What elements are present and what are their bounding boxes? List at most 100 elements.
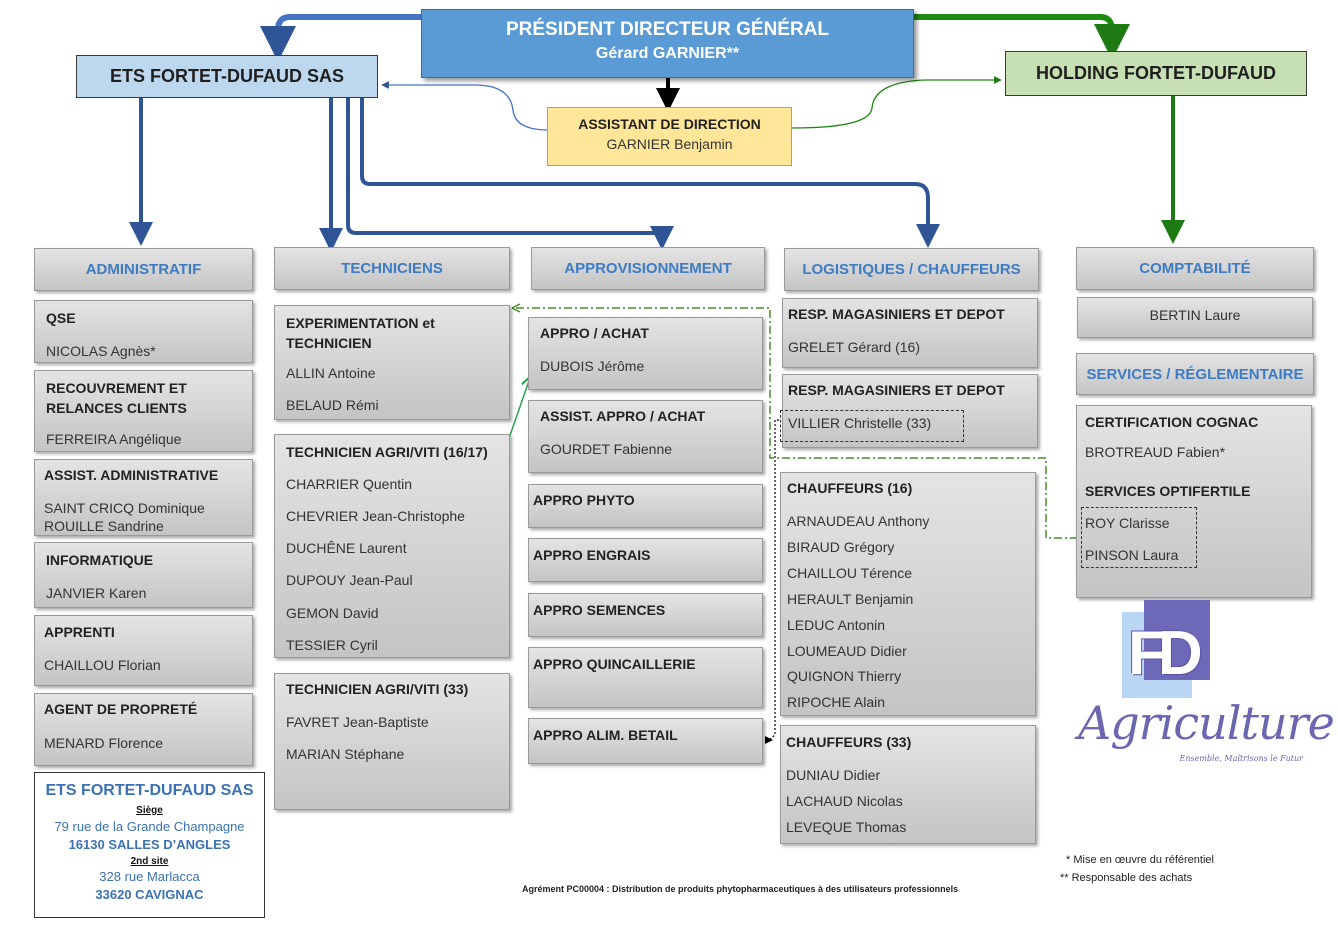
tech-1617-name-4: DUPOUY Jean-Paul (286, 572, 413, 588)
logi-chauffeurs16-name-6: LOUMEAUD Didier (787, 643, 907, 659)
logo-word: Agriculture (1078, 696, 1335, 750)
services-opti-name-2: PINSON Laura (1085, 547, 1179, 563)
appro-engrais-title: APPRO ENGRAIS (533, 547, 651, 563)
logo-letters: FD (1128, 619, 1203, 688)
appro-quincaillerie-title: APPRO QUINCAILLERIE (533, 656, 696, 672)
tech-1617-title: TECHNICIEN AGRI/VITI (16/17) (286, 444, 488, 460)
admin-assist-name-2: ROUILLE Sandrine (44, 518, 164, 534)
logi-chauffeurs16-title: CHAUFFEURS (16) (787, 480, 913, 496)
pdg-box: PRÉSIDENT DIRECTEUR GÉNÉRAL Gérard GARNI… (421, 9, 914, 78)
compta-box: BERTIN Laure (1077, 297, 1313, 338)
logi-chauffeurs16-name-5: LEDUC Antonin (787, 617, 886, 633)
tech-experimentation-box: EXPERIMENTATION et TECHNICIEN ALLIN Anto… (274, 305, 510, 420)
appro-semences-title: APPRO SEMENCES (533, 602, 666, 618)
address-site2-city: 33620 CAVIGNAC (95, 887, 204, 902)
assistant-box: ASSISTANT DE DIRECTION GARNIER Benjamin (547, 107, 792, 166)
admin-apprenti-name: CHAILLOU Florian (44, 657, 161, 673)
admin-qse-title: QSE (46, 310, 76, 326)
appro-engrais-box: APPRO ENGRAIS (528, 538, 763, 582)
appro-assist-box: ASSIST. APPRO / ACHAT GOURDET Fabienne (528, 400, 763, 473)
header-logistiques: LOGISTIQUES / CHAUFFEURS (784, 248, 1039, 291)
tech-1617-name-2: CHEVRIER Jean-Christophe (286, 508, 465, 524)
address-siege-city: 16130 SALLES D’ANGLES (68, 837, 231, 852)
tech-33-name-1: FAVRET Jean-Baptiste (286, 714, 429, 730)
appro-phyto-box: APPRO PHYTO (528, 484, 763, 528)
holding-box: HOLDING FORTET-DUFAUD (1005, 51, 1307, 96)
pdg-title: PRÉSIDENT DIRECTEUR GÉNÉRAL (505, 19, 830, 40)
appro-alim-title: APPRO ALIM. BETAIL (533, 727, 678, 743)
logi-resp33-box: RESP. MAGASINIERS ET DEPOT VILLIER Chris… (780, 374, 1038, 448)
footnote-2: ** Responsable des achats (1060, 872, 1193, 884)
tech-33-title: TECHNICIEN AGRI/VITI (33) (286, 681, 469, 697)
address-site2-label: 2nd site (130, 856, 169, 867)
logi-resp16-name: GRELET Gérard (16) (788, 339, 921, 355)
pdg-name: Gérard GARNIER** (595, 45, 740, 62)
address-company: ETS FORTET-DUFAUD SAS (45, 782, 254, 799)
logi-resp33-name: VILLIER Christelle (33) (788, 415, 932, 431)
tech-33-box: TECHNICIEN AGRI/VITI (33) FAVRET Jean-Ba… (274, 673, 510, 810)
appro-assist-title: ASSIST. APPRO / ACHAT (540, 408, 706, 424)
appro-achat-name: DUBOIS Jérôme (540, 358, 645, 374)
admin-informatique-title: INFORMATIQUE (46, 552, 154, 568)
services-box: CERTIFICATION COGNAC BROTREAUD Fabien* S… (1076, 405, 1312, 598)
logi-chauffeurs16-name-8: RIPOCHE Alain (787, 694, 886, 710)
admin-apprenti-box: APPRENTI CHAILLOU Florian (34, 615, 253, 686)
services-cert-name: BROTREAUD Fabien* (1085, 444, 1226, 460)
logi-chauffeurs16-name-4: HERAULT Benjamin (787, 591, 914, 607)
tech-experimentation-title: EXPERIMENTATION et TECHNICIEN (286, 315, 435, 351)
agrement-note: Agrément PC00004 : Distribution de produ… (522, 884, 959, 894)
ets-box: ETS FORTET-DUFAUD SAS (76, 55, 378, 98)
appro-quincaillerie-box: APPRO QUINCAILLERIE (528, 647, 763, 708)
logo-tagline: Ensemble, Maîtrisons le Futur (1179, 754, 1304, 763)
admin-qse-name: NICOLAS Agnès* (46, 343, 156, 359)
footnote-1: * Mise en œuvre du référentiel (1066, 854, 1214, 866)
header-approvisionnement: APPROVISIONNEMENT (531, 247, 765, 290)
tech-1617-name-1: CHARRIER Quentin (286, 476, 413, 492)
admin-apprenti-title: APPRENTI (44, 624, 115, 640)
logi-resp16-title: RESP. MAGASINIERS ET DEPOT (788, 306, 1005, 322)
logi-chauffeurs33-name-3: LEVEQUE Thomas (786, 819, 907, 835)
admin-assist-title: ASSIST. ADMINISTRATIVE (44, 467, 219, 483)
admin-informatique-name: JANVIER Karen (46, 585, 147, 601)
tech-1617-name-6: TESSIER Cyril (286, 637, 378, 653)
logi-chauffeurs16-name-1: ARNAUDEAU Anthony (787, 513, 930, 529)
compta-name: BERTIN Laure (1149, 307, 1241, 323)
logi-resp16-box: RESP. MAGASINIERS ET DEPOT GRELET Gérard… (782, 298, 1038, 368)
tech-experimentation-name-1: ALLIN Antoine (286, 365, 376, 381)
admin-assist-box: ASSIST. ADMINISTRATIVE SAINT CRICQ Domin… (34, 459, 253, 536)
address-site2-street: 328 rue Marlacca (99, 869, 200, 884)
admin-recouvrement-name: FERREIRA Angélique (46, 431, 182, 447)
admin-qse-box: QSE NICOLAS Agnès* (34, 300, 253, 363)
logi-chauffeurs33-box: CHAUFFEURS (33) DUNIAU Didier LACHAUD Ni… (780, 725, 1036, 844)
admin-proprete-name: MENARD Florence (44, 735, 164, 751)
address-box: ETS FORTET-DUFAUD SAS Siège 79 rue de la… (34, 772, 265, 918)
logi-resp33-title: RESP. MAGASINIERS ET DEPOT (788, 382, 1005, 398)
appro-assist-name: GOURDET Fabienne (540, 441, 673, 457)
tech-1617-name-5: GEMON David (286, 605, 379, 621)
services-opti-title: SERVICES OPTIFERTILE (1085, 483, 1251, 499)
logi-chauffeurs33-title: CHAUFFEURS (33) (786, 734, 912, 750)
tech-1617-box: TECHNICIEN AGRI/VITI (16/17) CHARRIER Qu… (274, 434, 510, 658)
assistant-name: GARNIER Benjamin (606, 136, 733, 152)
logi-chauffeurs33-name-2: LACHAUD Nicolas (786, 793, 903, 809)
appro-alim-box: APPRO ALIM. BETAIL (528, 718, 763, 764)
logi-chauffeurs16-name-3: CHAILLOU Térence (787, 565, 913, 581)
address-siege-label: Siège (136, 805, 163, 816)
appro-achat-title: APPRO / ACHAT (540, 325, 649, 341)
admin-proprete-title: AGENT DE PROPRETÉ (44, 701, 198, 717)
header-administratif: ADMINISTRATIF (34, 248, 253, 291)
tech-1617-name-3: DUCHÊNE Laurent (286, 540, 407, 556)
appro-semences-box: APPRO SEMENCES (528, 593, 763, 637)
admin-recouvrement-title: RECOUVREMENT ET RELANCES CLIENTS (46, 380, 187, 416)
logi-chauffeurs16-name-7: QUIGNON Thierry (787, 668, 902, 684)
tech-experimentation-name-2: BELAUD Rémi (286, 397, 379, 413)
logi-resp33-dashed-frame (780, 410, 964, 442)
logi-chauffeurs16-name-2: BIRAUD Grégory (787, 539, 895, 555)
header-services: SERVICES / RÉGLEMENTAIRE (1076, 353, 1314, 395)
services-opti-name-1: ROY Clarisse (1085, 515, 1170, 531)
services-cert-title: CERTIFICATION COGNAC (1085, 414, 1259, 430)
admin-informatique-box: INFORMATIQUE JANVIER Karen (34, 542, 253, 608)
header-comptabilite: COMPTABILITÉ (1076, 247, 1314, 290)
logi-chauffeurs16-box: CHAUFFEURS (16) ARNAUDEAU Anthony BIRAUD… (780, 472, 1036, 716)
fd-agriculture-logo: FD Agriculture Ensemble, Maîtrisons le F… (1078, 600, 1335, 770)
